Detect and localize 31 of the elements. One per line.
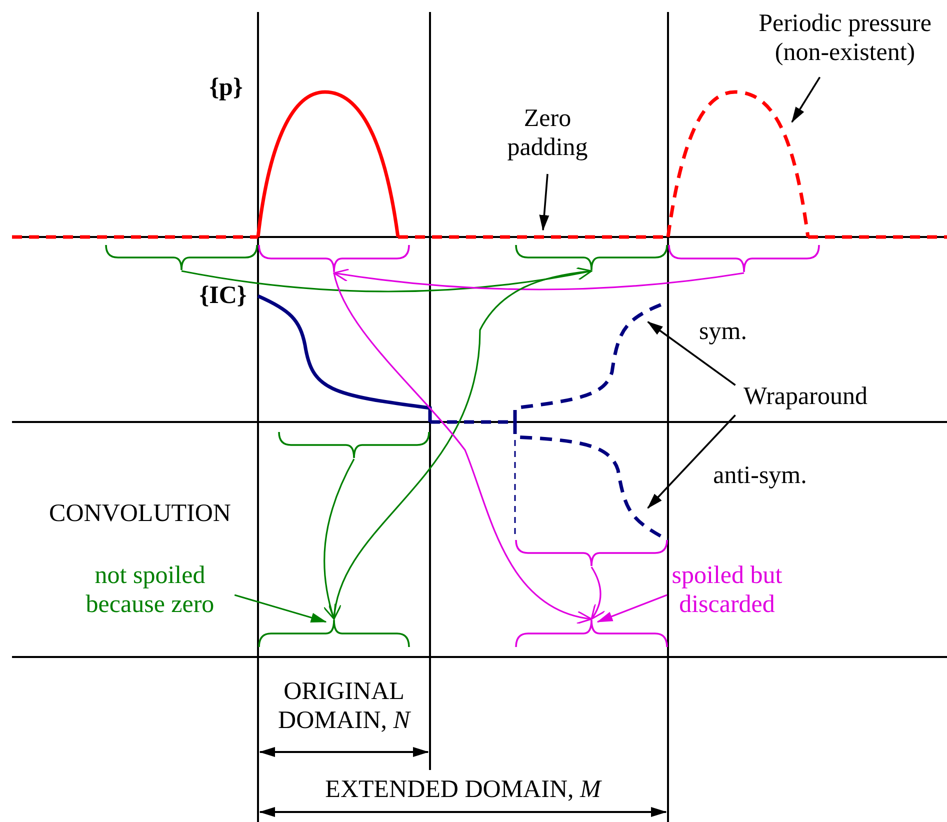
leader-arrow <box>596 594 668 623</box>
curly-brace <box>668 244 820 273</box>
dashed-pressure-curve <box>664 88 812 240</box>
callout-text: Wraparound <box>738 383 873 412</box>
leader-arrow <box>647 321 736 386</box>
curly-brace <box>105 244 258 271</box>
curly-brace <box>515 619 668 648</box>
label-text: {p} <box>208 74 244 103</box>
leader-arrow <box>234 594 327 623</box>
leader-arrow <box>791 76 821 123</box>
label-text: EXTENDED DOMAIN, M <box>324 776 603 805</box>
callout-text: not spoiled because zero <box>60 562 240 620</box>
curly-brace <box>515 244 668 271</box>
label-text: CONVOLUTION <box>48 500 232 529</box>
arrow <box>181 266 592 292</box>
callout-text: Periodic pressure (non-existent) <box>740 10 947 68</box>
leader-arrow <box>539 174 550 231</box>
callout-text: Zero padding <box>500 105 595 162</box>
curly-brace <box>258 619 410 648</box>
arrow <box>333 268 744 290</box>
label-text: anti-sym. <box>712 462 808 491</box>
label-text: {IC} <box>198 282 248 311</box>
label-text: sym. <box>698 318 748 347</box>
arrow <box>324 458 355 620</box>
curly-brace <box>278 431 430 459</box>
callout-text: spoiled but discarded <box>652 562 802 620</box>
label-text: ORIGINAL DOMAIN, N <box>277 678 412 736</box>
arrow <box>590 566 606 620</box>
curly-brace <box>258 244 410 273</box>
leader-arrow <box>647 414 736 509</box>
curly-brace <box>515 539 668 567</box>
